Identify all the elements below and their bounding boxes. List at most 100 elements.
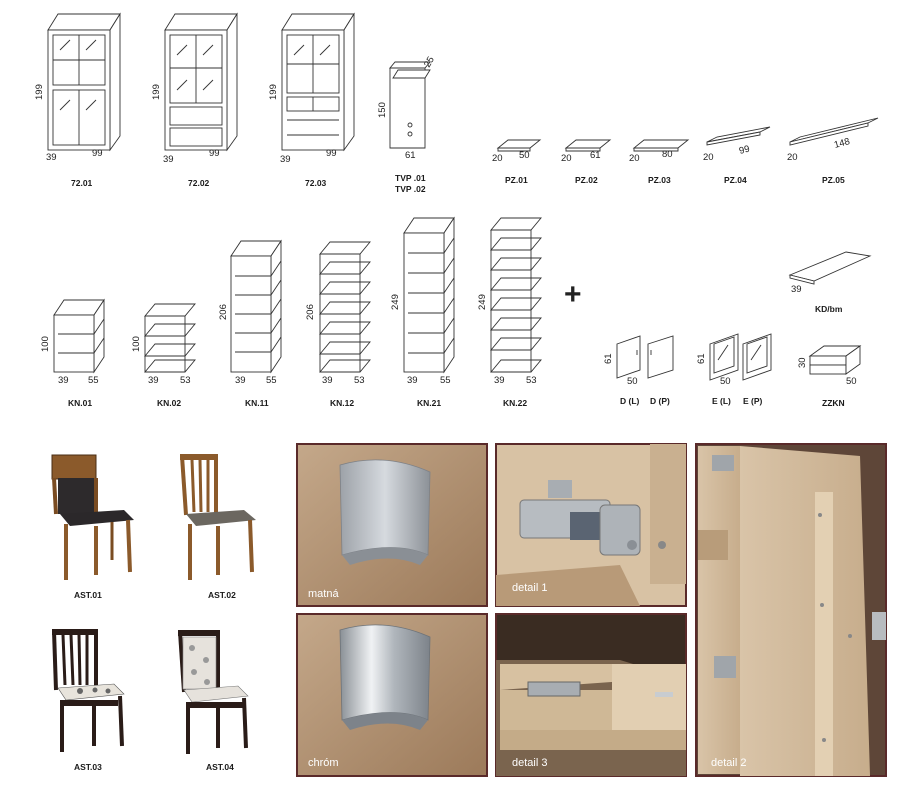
tv-panel-code-2: TVP .02	[395, 184, 426, 194]
shelf-pz-05: 20 148 PZ.05	[787, 117, 879, 185]
shelf-pz-04-width: 99	[738, 144, 751, 157]
chair-ast-03: AST.03	[52, 629, 125, 772]
rack-kn-21: 249 39 55 KN.21	[390, 216, 455, 408]
rack-kn-21-height: 249	[390, 294, 401, 310]
shelf-pz-02-depth: 20	[561, 153, 572, 164]
shelf-pz-05-depth: 20	[787, 152, 798, 163]
photo-detail-3: detail 3	[495, 613, 687, 777]
rack-kn-11-depth: 39	[235, 375, 246, 386]
cabinet-72-02-depth: 39	[163, 154, 174, 165]
chair-ast-03-code: AST.03	[74, 762, 102, 772]
cabinet-72-01-code: 72.01	[71, 178, 93, 188]
door-d-width: 50	[627, 376, 638, 387]
shelf-pz-03: 20 80 PZ.03	[629, 139, 690, 185]
cabinet-72-02-code: 72.02	[188, 178, 210, 188]
shelf-pz-01: 20 50 PZ.01	[492, 139, 542, 185]
tv-panel-depth: 25	[422, 55, 437, 70]
cabinet-72-03-code: 72.03	[305, 178, 327, 188]
rack-kn-11-code: KN.11	[245, 398, 269, 408]
rack-kn-22-width: 53	[526, 375, 537, 386]
cabinet-72-02-width: 99	[209, 148, 220, 159]
rack-kn-21-code: KN.21	[417, 398, 441, 408]
shelf-pz-02-width: 61	[590, 150, 601, 161]
photo-handle-matte-caption: matná	[308, 588, 339, 600]
rack-kn-02-width: 53	[180, 375, 191, 386]
drawer-width: 50	[846, 376, 857, 387]
chair-ast-02: AST.02	[180, 454, 256, 600]
rack-kn-22: 249 39 53 KN.22	[477, 217, 542, 408]
photo-detail-1: detail 1	[495, 443, 687, 607]
drawer-height: 30	[797, 357, 808, 368]
cabinet-72-03: 199 39 99 72.03	[268, 12, 355, 188]
shelf-pz-03-width: 80	[662, 149, 673, 160]
photo-detail-1-caption: detail 1	[512, 582, 547, 594]
chair-ast-02-code: AST.02	[208, 590, 236, 600]
rack-kn-11-width: 55	[266, 375, 277, 386]
rack-kn-01: 100 39 55 KN.01	[40, 298, 105, 408]
photo-handle-chrome-caption: chróm	[308, 757, 339, 769]
worktop-code: KD/bm	[815, 304, 843, 314]
chair-ast-04-code: AST.04	[206, 762, 234, 772]
rack-kn-01-depth: 39	[58, 375, 69, 386]
shelf-pz-01-width: 50	[519, 150, 530, 161]
shelf-pz-01-depth: 20	[492, 153, 503, 164]
worktop-kd-bm: 39 KD/bm	[788, 251, 872, 314]
door-e-width: 50	[720, 376, 731, 387]
rack-kn-01-code: KN.01	[68, 398, 92, 408]
door-e-height: 61	[696, 353, 707, 364]
photo-detail-2-caption: detail 2	[711, 757, 746, 769]
rack-kn-02: 100 39 53 KN.02	[131, 303, 196, 408]
door-e: 61 50 E (L) E (P)	[696, 333, 772, 406]
rack-kn-21-depth: 39	[407, 375, 418, 386]
chair-ast-01-code: AST.01	[74, 590, 102, 600]
cabinet-72-03-width: 99	[326, 148, 337, 159]
photo-detail-2: detail 2	[695, 443, 887, 777]
rack-kn-11: 206 39 55 KN.11	[218, 239, 282, 408]
shelf-pz-04-code: PZ.04	[724, 175, 747, 185]
rack-kn-12-height: 206	[305, 304, 316, 320]
cabinet-72-01-depth: 39	[46, 152, 57, 163]
tv-panel-height: 150	[377, 102, 388, 118]
rack-kn-02-depth: 39	[148, 375, 159, 386]
drawer-zzkn: 30 50 ZZKN	[797, 345, 862, 408]
rack-kn-22-height: 249	[477, 294, 488, 310]
cabinet-72-03-height: 199	[268, 84, 279, 100]
door-d-left: D (L)	[620, 396, 640, 406]
shelf-pz-04: 20 99 PZ.04	[703, 126, 771, 185]
rack-kn-22-code: KN.22	[503, 398, 527, 408]
tv-panel-width: 61	[405, 150, 416, 161]
tv-panel-code-1: TVP .01	[395, 173, 426, 183]
photo-handle-chrome: chróm	[296, 613, 488, 777]
shelf-pz-05-code: PZ.05	[822, 175, 845, 185]
rack-kn-12-depth: 39	[322, 375, 333, 386]
rack-kn-12: 206 39 53 KN.12	[305, 241, 371, 408]
shelf-pz-02: 20 61 PZ.02	[561, 139, 612, 185]
door-e-left: E (L)	[712, 396, 731, 406]
rack-kn-02-code: KN.02	[157, 398, 181, 408]
drawer-code: ZZKN	[822, 398, 845, 408]
cabinet-72-01-width: 99	[92, 148, 103, 159]
rack-kn-01-height: 100	[40, 336, 51, 352]
shelf-pz-05-width: 148	[833, 136, 851, 151]
shelf-pz-03-code: PZ.03	[648, 175, 671, 185]
photo-handle-matte: matná	[296, 443, 488, 607]
door-d: 61 50 D (L) D (P)	[603, 335, 674, 406]
rack-kn-21-width: 55	[440, 375, 451, 386]
door-d-right: D (P)	[650, 396, 670, 406]
cabinet-72-02-height: 199	[151, 84, 162, 100]
cabinet-72-01-height: 199	[34, 84, 45, 100]
door-e-right: E (P)	[743, 396, 763, 406]
shelf-pz-03-depth: 20	[629, 153, 640, 164]
rack-kn-11-height: 206	[218, 304, 229, 320]
shelf-pz-04-depth: 20	[703, 152, 714, 163]
cabinet-72-02: 199 39 99 72.02	[151, 12, 238, 188]
shelf-pz-02-code: PZ.02	[575, 175, 598, 185]
cabinet-72-03-depth: 39	[280, 154, 291, 165]
plus-sign: +	[564, 278, 582, 311]
door-d-height: 61	[603, 353, 614, 364]
photo-detail-3-caption: detail 3	[512, 757, 547, 769]
tv-panel: 150 25 61 TVP .01 TVP .02	[377, 55, 437, 194]
shelf-pz-01-code: PZ.01	[505, 175, 528, 185]
rack-kn-12-code: KN.12	[330, 398, 354, 408]
